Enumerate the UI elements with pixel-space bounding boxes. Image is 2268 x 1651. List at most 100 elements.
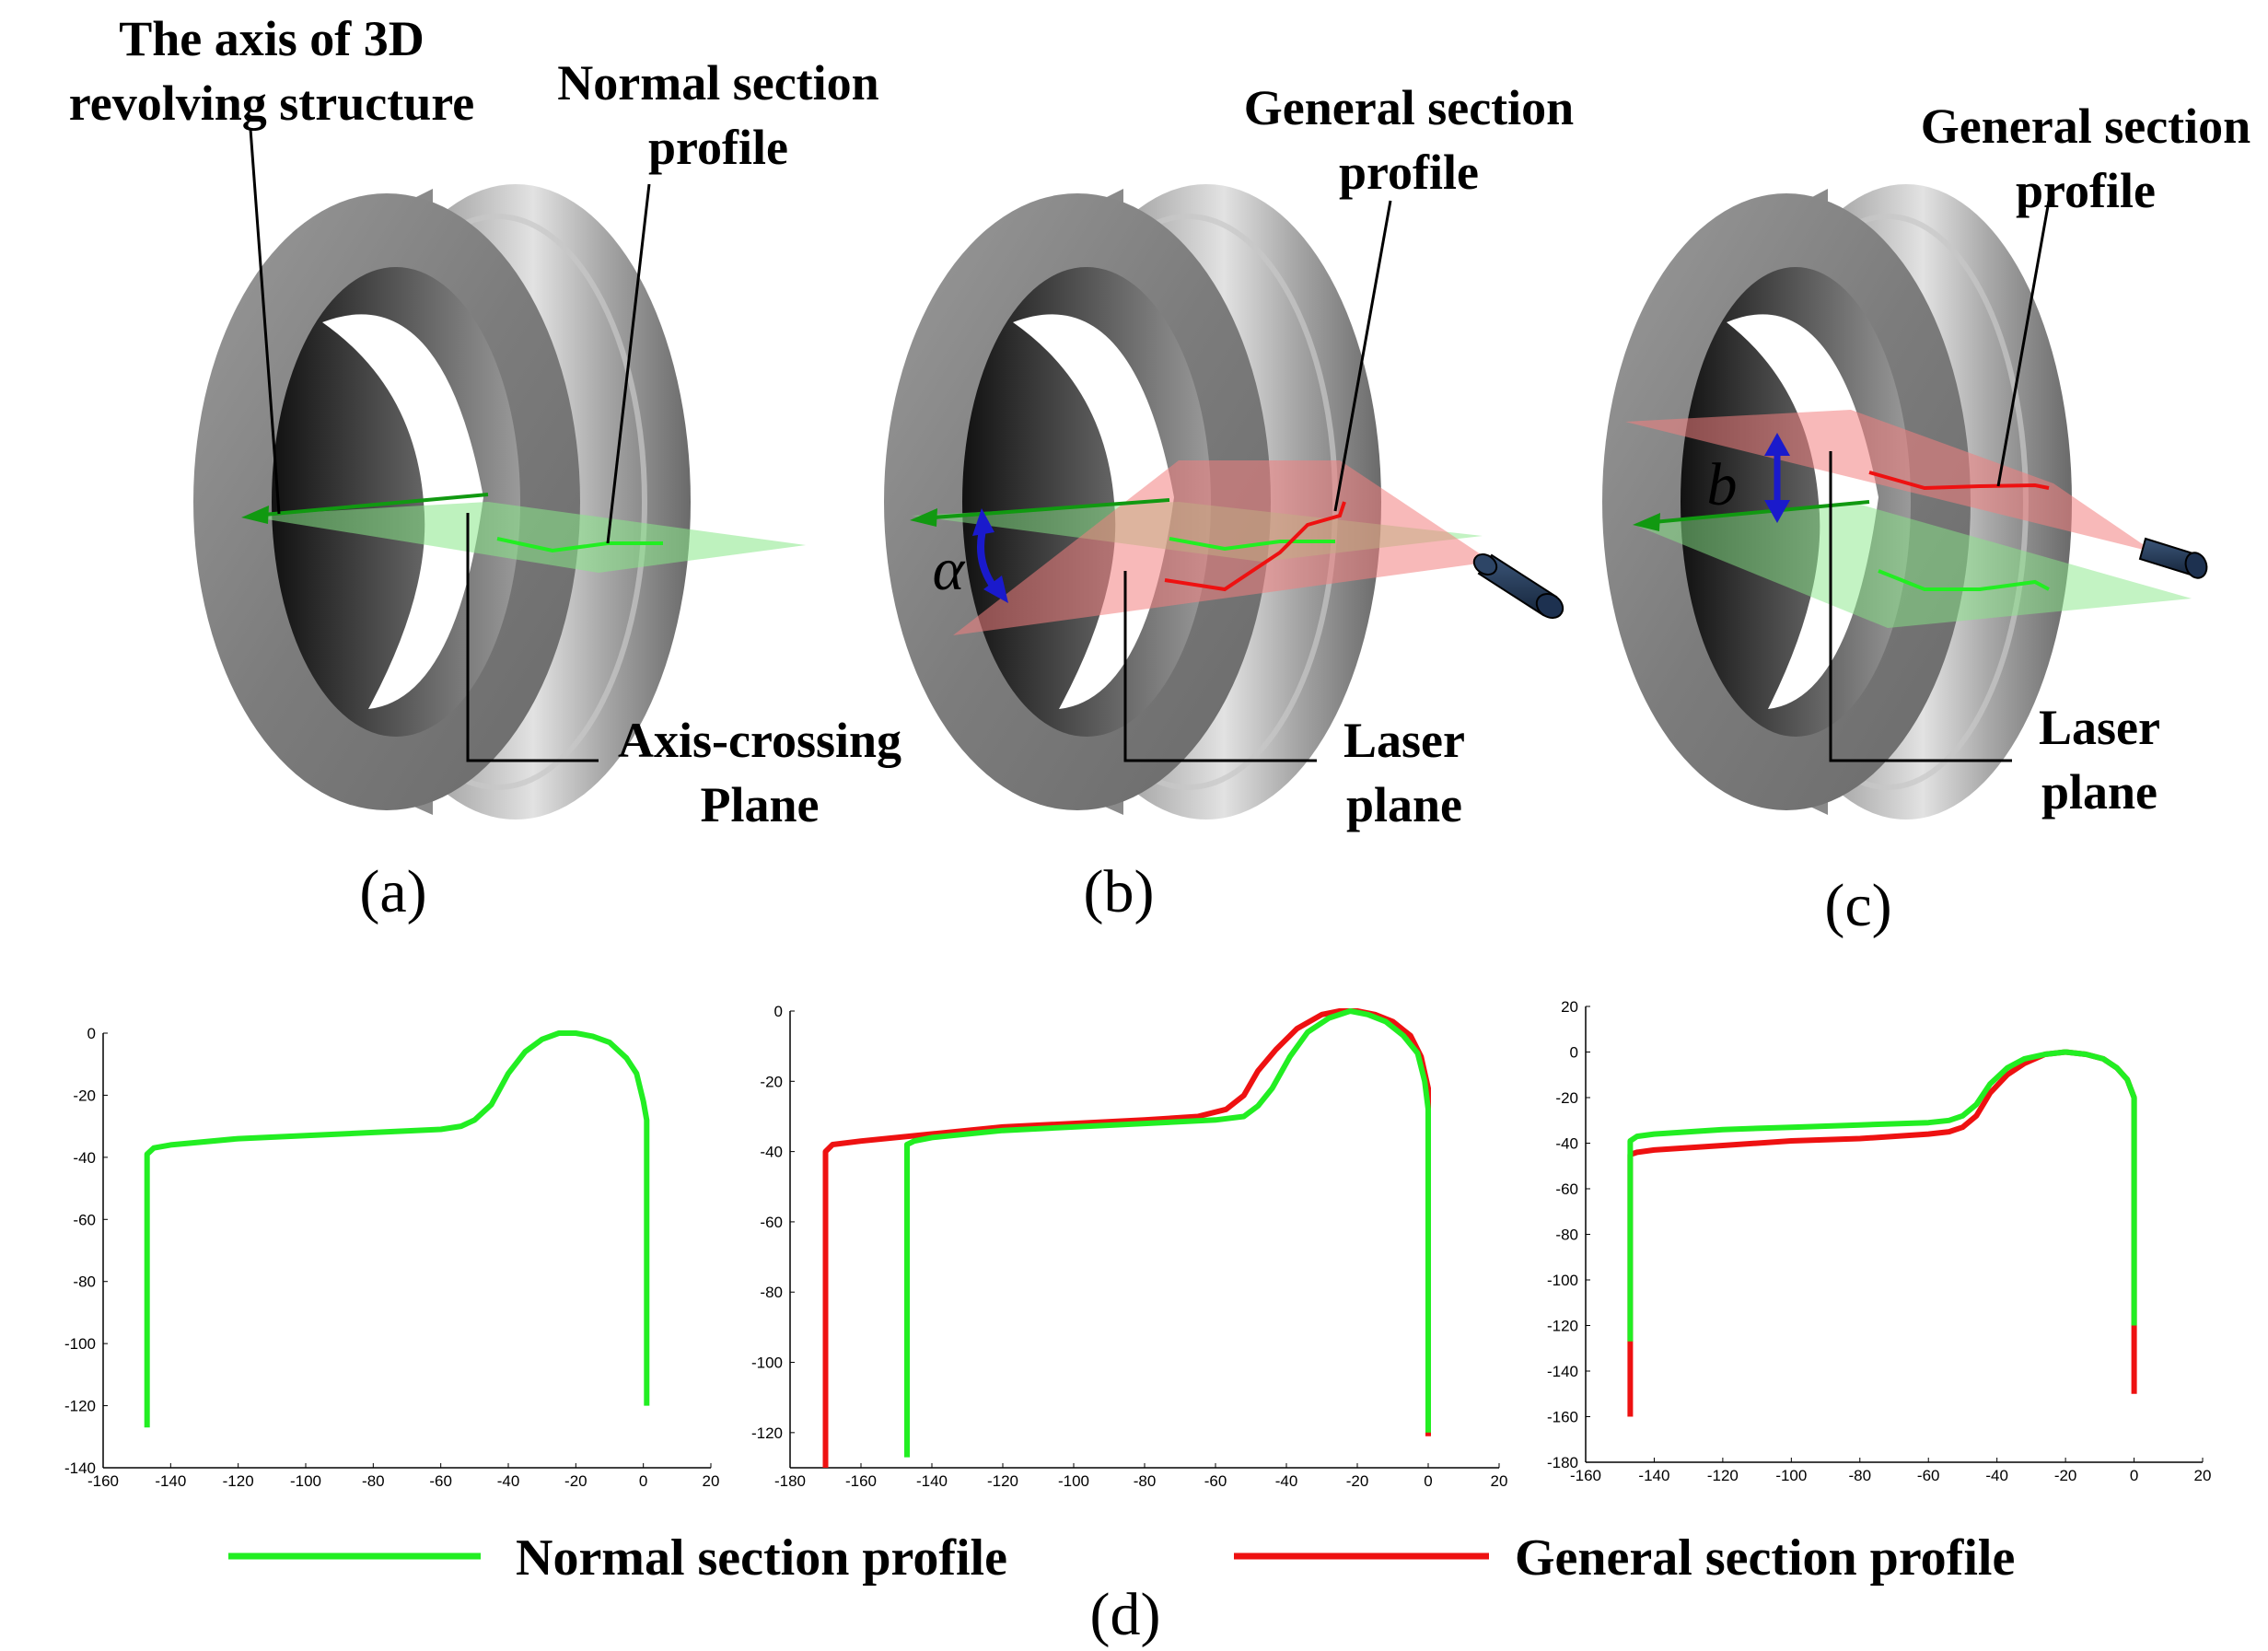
y-tick-label: -60 <box>73 1211 96 1228</box>
legend-red-label: General section profile <box>1515 1529 2015 1587</box>
label-general-b-line2: profile <box>1339 145 1479 200</box>
y-tick-label: -100 <box>751 1355 783 1372</box>
axis-arrowhead-b <box>910 508 937 527</box>
angle-arrowhead-top <box>972 508 994 536</box>
axis-arrowhead-a <box>241 506 269 524</box>
x-tick-label: -80 <box>1134 1472 1157 1490</box>
x-tick-label: -120 <box>223 1472 254 1490</box>
x-tick-label: -140 <box>155 1472 186 1490</box>
panel-c: b General section profile Laser plane (c… <box>1602 99 2251 939</box>
y-tick-label: -60 <box>1555 1180 1578 1198</box>
x-tick-label: -40 <box>1275 1472 1298 1490</box>
x-tick-label: 20 <box>1491 1472 1508 1490</box>
alpha-symbol: α <box>933 536 966 603</box>
label-plane-line1: Axis-crossing <box>618 713 901 768</box>
caption-a: (a) <box>359 858 426 925</box>
leader-a-axis <box>249 128 281 515</box>
normal-profile-line <box>144 1030 650 1428</box>
laser-emitter-c <box>2138 537 2208 579</box>
x-tick-label: -40 <box>497 1472 520 1490</box>
offset-arrowhead-top <box>1764 433 1790 456</box>
x-tick-label: -140 <box>1638 1467 1669 1484</box>
general-profile-line <box>1627 1049 2137 1417</box>
y-tick-label: -120 <box>64 1398 96 1415</box>
normal-profile-3d-c <box>1878 569 2050 591</box>
x-tick-label: -120 <box>1707 1467 1739 1484</box>
y-tick-label: -100 <box>64 1335 96 1353</box>
y-tick-label: -20 <box>1555 1089 1578 1107</box>
label-laser-c-line2: plane <box>2041 764 2158 820</box>
legend-green-label: Normal section profile <box>516 1529 1007 1587</box>
y-tick-label: -40 <box>760 1144 783 1161</box>
axis-line-a <box>252 493 489 517</box>
leader-b-general <box>1333 200 1392 512</box>
x-tick-label: -40 <box>1985 1467 2008 1484</box>
x-tick-label: -60 <box>429 1472 452 1490</box>
y-tick-label: 0 <box>1570 1044 1578 1062</box>
label-general-c-line1: General section <box>1921 99 2251 154</box>
y-tick-label: -80 <box>760 1284 783 1301</box>
label-axis-line1: The axis of 3D <box>119 11 425 66</box>
x-tick-label: -160 <box>1570 1467 1601 1484</box>
x-tick-label: 20 <box>703 1472 720 1490</box>
label-normal-line1: Normal section <box>557 55 878 110</box>
y-tick-label: -140 <box>1547 1363 1578 1380</box>
y-tick-label: -20 <box>73 1087 96 1104</box>
x-tick-label: 0 <box>639 1472 647 1490</box>
angle-arrowhead-bottom <box>983 576 1008 603</box>
x-tick-label: -120 <box>987 1472 1018 1490</box>
axis-arrowhead-c <box>1633 513 1660 531</box>
label-general-b-line1: General section <box>1244 80 1574 135</box>
panel-a: The axis of 3D revolving structure Norma… <box>69 11 901 925</box>
ring-a <box>193 184 691 820</box>
normal-profile-line <box>1627 1049 2137 1342</box>
x-tick-label: -180 <box>774 1472 806 1490</box>
legend: Normal section profile General section p… <box>228 1529 2015 1587</box>
x-tick-label: -20 <box>564 1472 587 1490</box>
y-tick-label: -140 <box>64 1459 96 1477</box>
label-general-c-line2: profile <box>2016 163 2156 218</box>
offset-arrowhead-bottom <box>1764 500 1790 523</box>
laser-emitter-b <box>1472 553 1564 619</box>
leader-c-general <box>1996 200 2051 487</box>
label-axis-line2: revolving structure <box>69 76 474 131</box>
axis-crossing-plane-c <box>1634 502 2192 628</box>
y-tick-label: 0 <box>774 1003 783 1020</box>
x-tick-label: -60 <box>1917 1467 1940 1484</box>
general-profile-3d-b <box>1164 501 1346 592</box>
x-tick-label: 0 <box>2130 1467 2138 1484</box>
x-tick-label: -20 <box>1346 1472 1369 1490</box>
y-tick-label: -120 <box>1547 1318 1578 1335</box>
caption-b: (b) <box>1084 858 1155 925</box>
y-tick-label: -100 <box>1547 1272 1578 1289</box>
general-profile-line <box>822 1008 1431 1468</box>
x-tick-label: -100 <box>1775 1467 1807 1484</box>
label-plane-line2: Plane <box>701 777 820 832</box>
label-normal-line2: profile <box>648 120 788 175</box>
y-tick-label: -60 <box>760 1214 783 1231</box>
y-tick-label: -40 <box>73 1149 96 1167</box>
normal-profile-line <box>904 1008 1431 1458</box>
leader-a-normal <box>606 183 651 544</box>
leader-a-plane <box>466 513 599 762</box>
label-laser-b-line1: Laser <box>1343 713 1465 768</box>
x-tick-label: 0 <box>1424 1472 1432 1490</box>
x-tick-label: 20 <box>2194 1467 2212 1484</box>
x-tick-label: -100 <box>1058 1472 1089 1490</box>
b-symbol: b <box>1707 451 1738 518</box>
leader-c-laser <box>1829 451 2012 762</box>
x-tick-label: -140 <box>916 1472 948 1490</box>
y-tick-label: -20 <box>760 1073 783 1090</box>
panel-b: α General section profile Laser plane (b… <box>884 80 1574 925</box>
x-tick-label: -100 <box>290 1472 321 1490</box>
normal-profile-3d-b <box>1169 537 1335 552</box>
y-tick-label: -80 <box>73 1273 96 1291</box>
y-tick-label: -160 <box>1547 1409 1578 1426</box>
caption-d: (d) <box>1090 1581 1161 1648</box>
y-tick-label: -180 <box>1547 1454 1578 1471</box>
axis-line-b <box>920 498 1170 520</box>
